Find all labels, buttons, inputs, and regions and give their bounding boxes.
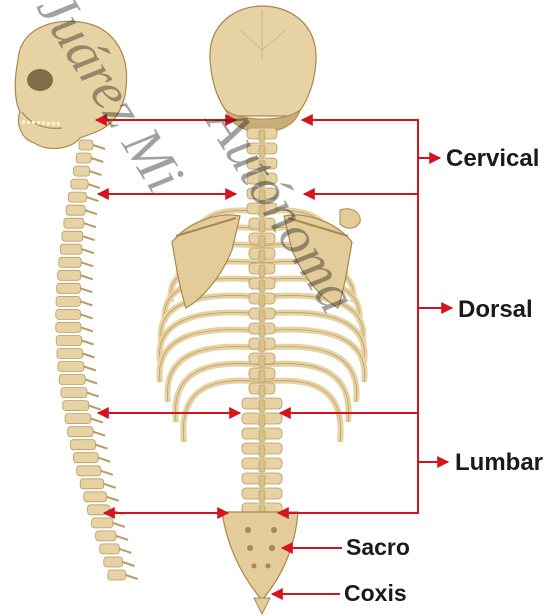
lateral-vertebra — [59, 257, 81, 267]
lateral-vertebra — [65, 414, 91, 424]
lateral-vertebra — [79, 140, 93, 150]
lateral-vertebra — [74, 453, 99, 463]
label-lumbar: Lumbar — [455, 449, 543, 477]
lateral-vertebra — [56, 336, 81, 346]
lateral-vertebra — [59, 375, 85, 385]
lateral-vertebra — [108, 570, 126, 580]
lateral-vertebra — [104, 557, 123, 567]
lateral-vertebra — [64, 218, 84, 228]
lateral-vertebra — [77, 466, 101, 476]
lateral-vertebra — [58, 362, 84, 372]
lateral-vertebra — [56, 296, 80, 306]
label-coxis: Coxis — [344, 580, 407, 607]
lateral-vertebra — [61, 388, 87, 398]
bracket-vertical — [404, 120, 418, 513]
lateral-vertebra — [70, 440, 95, 450]
lateral-vertebra — [60, 244, 82, 254]
coccyx — [254, 598, 270, 614]
label-cervical: Cervical — [446, 145, 539, 173]
lateral-vertebra — [71, 179, 88, 189]
lateral-vertebra — [96, 531, 117, 541]
lateral-vertebra — [56, 309, 81, 319]
lateral-vertebra — [63, 401, 89, 411]
lateral-vertebra — [66, 205, 85, 215]
lateral-vertebra — [68, 427, 93, 437]
lateral-vertebra — [92, 518, 113, 528]
label-dorsal: Dorsal — [458, 296, 533, 324]
lateral-vertebra — [74, 166, 90, 176]
lateral-vertebra — [84, 492, 107, 502]
label-sacro: Sacro — [346, 534, 410, 561]
lateral-vertebra — [56, 322, 81, 332]
lateral-vertebra — [76, 153, 91, 163]
lateral-vertebra — [57, 349, 83, 359]
sacrum — [222, 512, 298, 600]
lateral-vertebra — [57, 283, 81, 293]
lateral-vertebra — [68, 192, 86, 202]
lateral-vertebra — [100, 544, 120, 554]
lateral-vertebra — [62, 231, 83, 241]
lateral-vertebra — [58, 270, 81, 280]
lateral-vertebra — [80, 479, 104, 489]
